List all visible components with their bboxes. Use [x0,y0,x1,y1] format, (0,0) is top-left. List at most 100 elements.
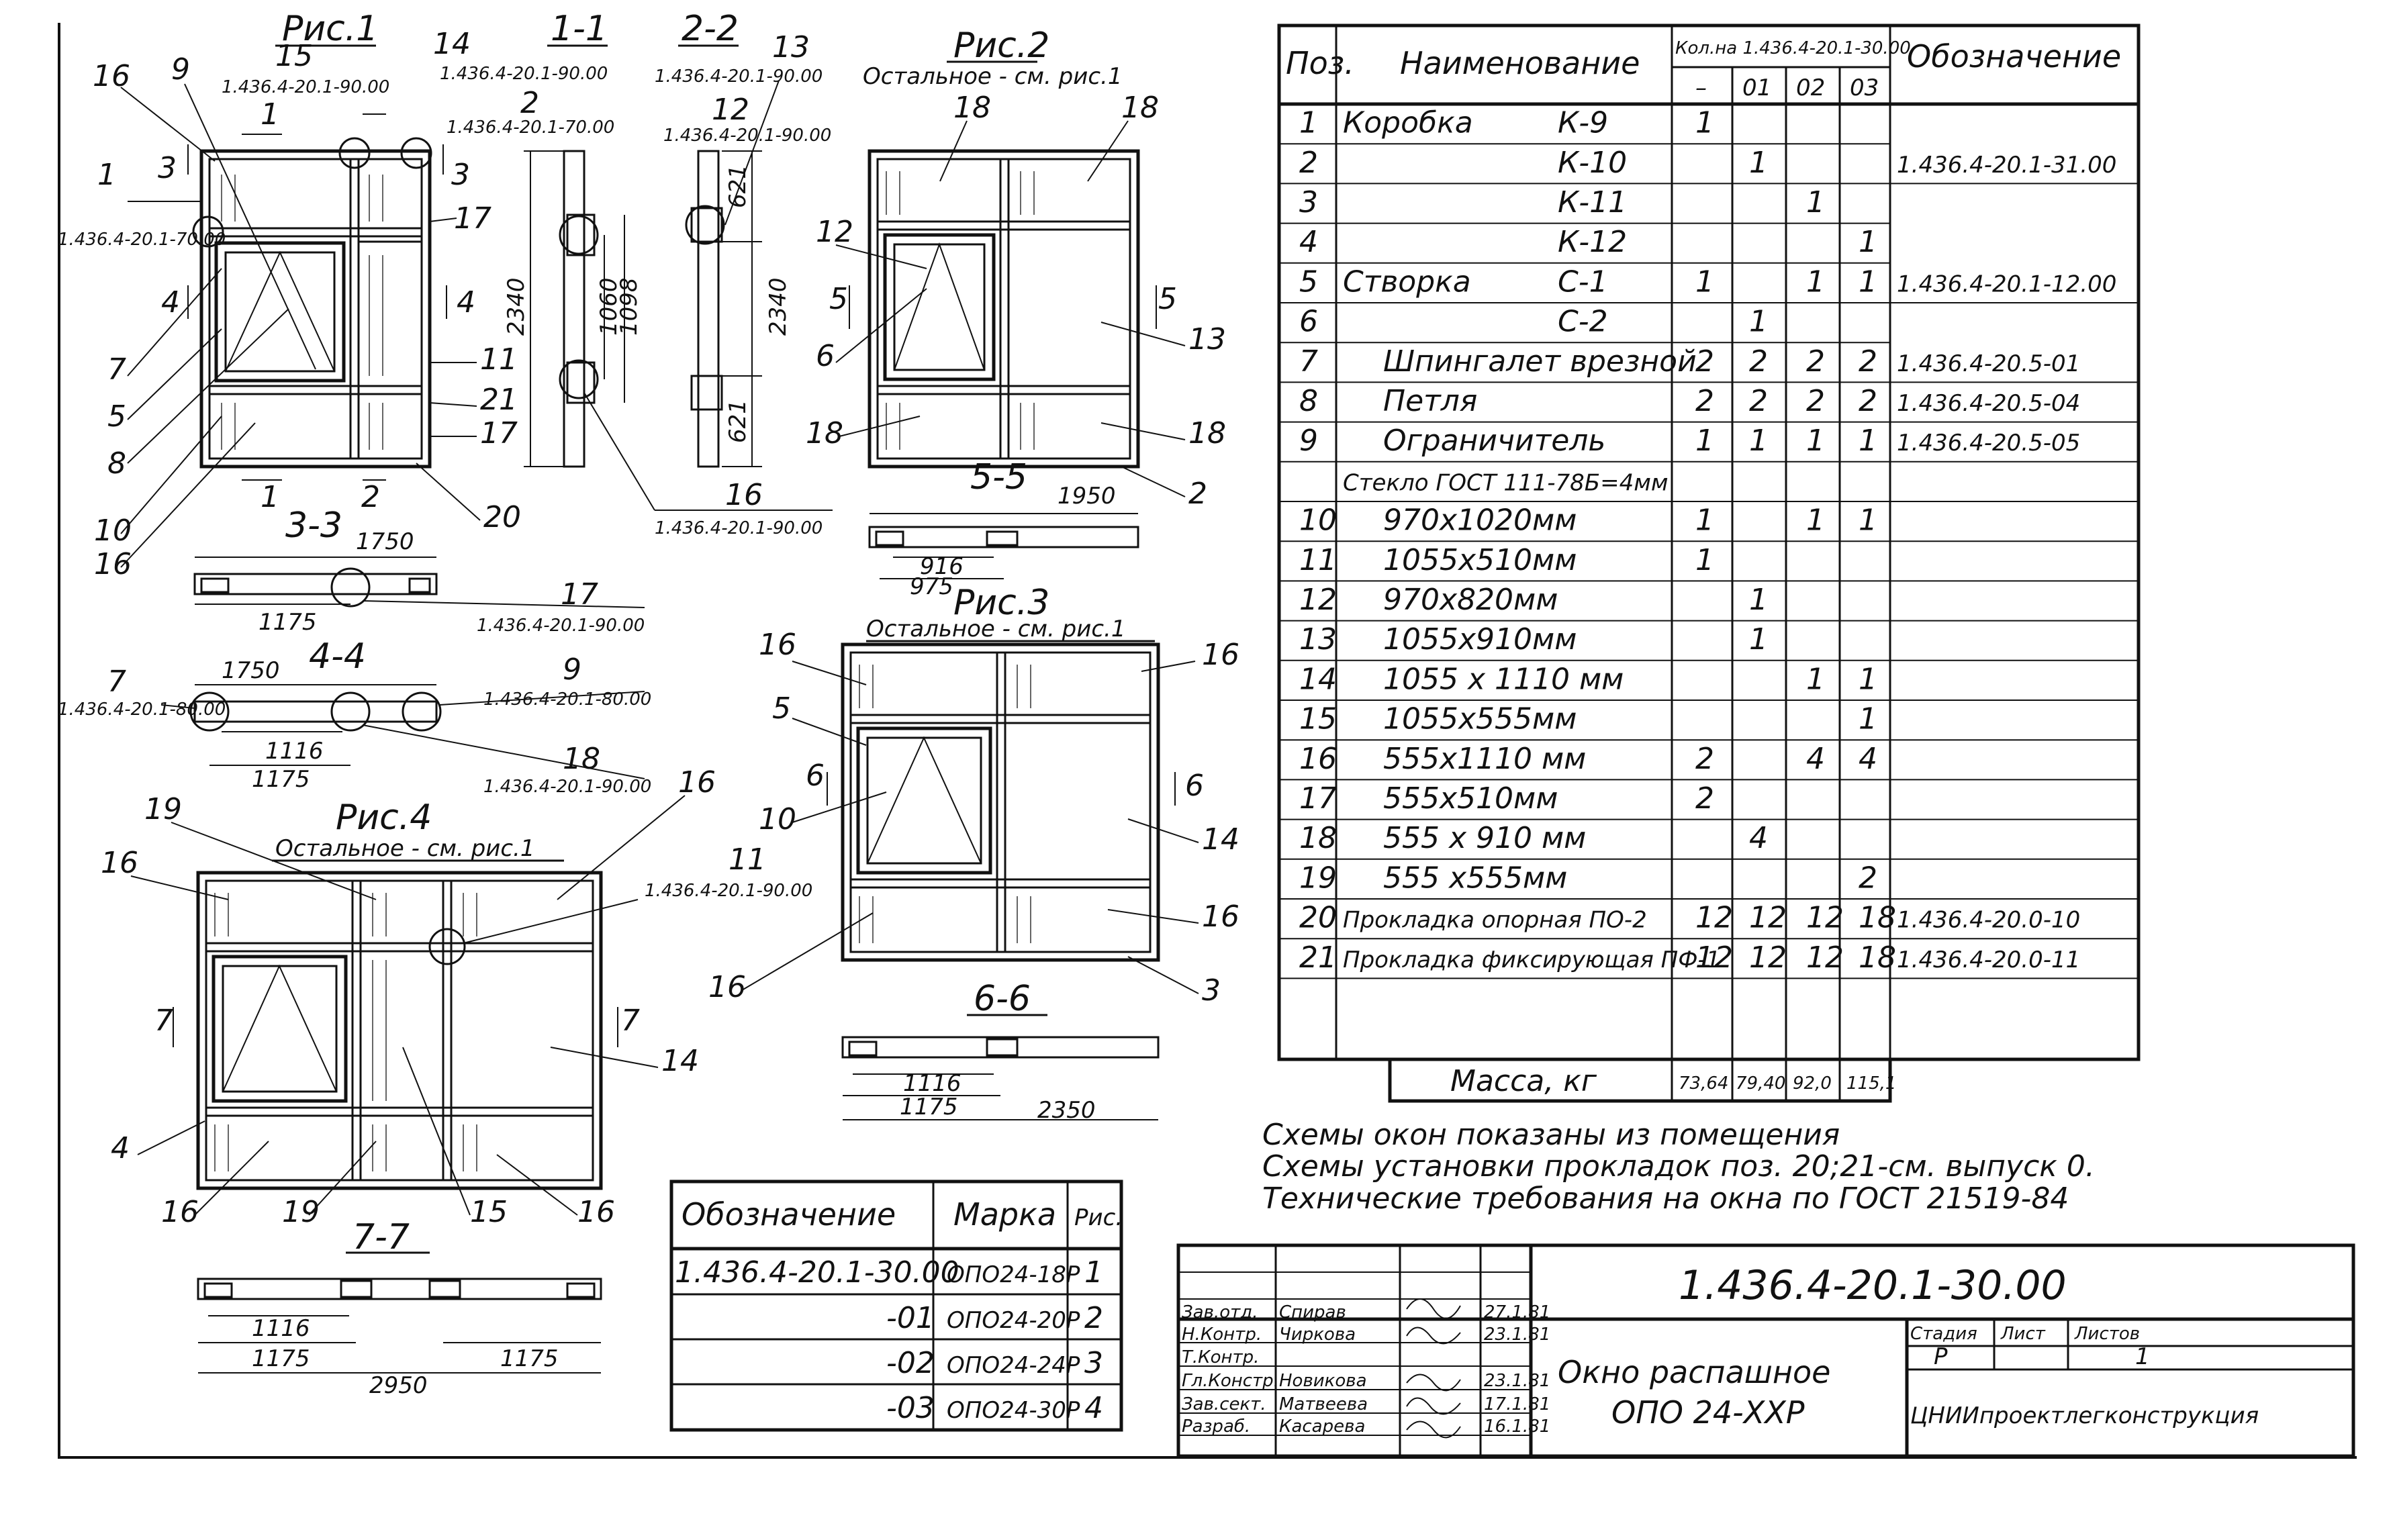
fig4-title: Рис.4 [336,798,432,838]
spec-row-pos: 17 [1299,781,1337,816]
spec-row-qty: 1 [1749,146,1768,180]
fig3-label-6a: 6 [806,759,825,793]
s66-dim-1175: 1175 [900,1094,958,1120]
note-1: Схемы окон показаны из помещения [1262,1118,1840,1152]
fig3-label-16d: 16 [708,970,746,1004]
stage-value: Р [1934,1343,1948,1370]
spec-row-name: 1055 х 1110 мм [1383,662,1624,696]
fig1-label-10: 10 [94,514,132,548]
fig3-label-10: 10 [759,802,796,836]
spec-row-mark: К-10 [1558,146,1627,180]
spec-row-name: Петля [1383,384,1477,418]
spec-row-qty: 2 [1859,384,1877,418]
fig3-label-16c: 16 [1202,900,1239,934]
spec-row-qty: 2 [1695,742,1714,776]
marks-row-1-mark: ОПО24-18Р [947,1261,1080,1288]
s44-num-7: 7 [107,665,126,699]
section-3-3: 3-3 1750 1175 17 1.436.4-20.1-90.00 [193,506,645,636]
spec-row-name: 555х510мм [1383,781,1558,816]
signer-6-role: Разраб. [1182,1416,1250,1437]
signer-2-date: 23.1.81 [1484,1325,1550,1345]
doc-number: 1.436.4-20.1-30.00 [1679,1262,2067,1309]
spec-row-qty: 2 [1695,384,1714,418]
spec-mass-03: 115,1 [1846,1073,1896,1094]
spec-row-mark: К-11 [1558,185,1627,220]
notes: Схемы окон показаны из помещения Схемы у… [1262,1118,2095,1216]
marks-header-des: Обозначение [682,1196,896,1233]
fig2-label-12: 12 [816,215,853,249]
signer-2-name: Чиркова [1279,1325,1356,1345]
spec-row-name: Коробка [1343,106,1473,140]
spec-row-qty: 4 [1749,821,1768,855]
fig1-outer-frame [199,149,432,469]
spec-row-name: Шпингалет врезной [1383,344,1697,379]
spec-row-designation: 1.436.4-20.1-12.00 [1897,271,2116,297]
sheet-frame [58,23,2357,1459]
fig1-label-4a: 4 [161,285,180,320]
spec-row-pos: 18 [1299,821,1337,855]
spec-row-pos: 13 [1299,622,1337,657]
spec-row-pos: 20 [1299,901,1337,935]
spec-row-pos: 14 [1299,662,1337,696]
s22-dim-621b: 621 [724,399,751,443]
marks-row-2-mark: ОПО24-20Р [947,1307,1080,1334]
spec-header-qty: Кол.на 1.436.4-20.1-30.00 [1675,38,1911,58]
s44-dim-1750: 1750 [222,657,280,684]
spec-row-name: 555 х555мм [1383,861,1567,895]
fig2-label-13: 13 [1188,322,1226,356]
marks-row-4-des: -03 [886,1391,935,1425]
s66-dim-2350: 2350 [1037,1097,1096,1124]
marks-header-mark: Марка [953,1196,1056,1233]
spec-row-name: Прокладка фиксирующая ПФ-1 [1343,947,1720,973]
spec-row-qty: 1 [1806,424,1825,458]
s77-dim-2950: 2950 [369,1372,428,1399]
spec-row-qty: 1 [1749,622,1768,657]
marks-header-fig: Рис. [1074,1204,1123,1231]
fig3-title: Рис.3 [953,583,1049,623]
fig1-label-21: 21 [480,383,518,417]
spec-row-qty: 1 [1859,503,1877,538]
spec-row-qty: 2 [1859,861,1877,895]
figure-1: Рис.1 16 9 15 [58,9,614,581]
spec-row-name: Створка [1343,264,1471,299]
spec-row-designation: 1.436.4-20.5-05 [1897,430,2080,456]
spec-row-pos: 2 [1299,146,1318,180]
figure-3: Рис.3 Остальное - см. рис.1 16 16 5 6 6 … [708,583,1239,1008]
fig1-label-17b: 17 [480,416,518,450]
fig4-label-16b: 16 [678,765,716,800]
s44-dim-1116: 1116 [265,738,324,765]
fig4-label-4: 4 [111,1131,130,1165]
s33-num-17: 17 [561,577,598,612]
spec-row-qty: 1 [1806,662,1825,696]
spec-row-qty: 12 [1749,901,1787,935]
fig1-ref-2: 1.436.4-20.1-70.00 [447,117,614,138]
spec-col-03: 03 [1850,75,1879,101]
marks-row-3-mark: ОПО24-24Р [947,1352,1080,1379]
signature-2 [1406,1327,1461,1345]
s22-dim-621a: 621 [724,164,751,208]
fig1-title: Рис.1 [282,9,378,49]
spec-row-qty: 2 [1749,384,1768,418]
spec-row-pos: 4 [1299,225,1318,259]
spec-row-mark: С-2 [1558,305,1608,339]
fig1-label-1b: 1 [97,158,116,192]
fig2-label-6: 6 [816,339,835,373]
fig4-label-14: 14 [661,1044,699,1078]
fig3-label-6b: 6 [1185,769,1204,803]
section-6-6: 6-6 1116 1175 2350 [841,979,1160,1124]
marks-row-3-fig: 3 [1084,1346,1103,1380]
s44-num-9: 9 [563,653,581,687]
specification-table: Поз. Наименование Кол.на 1.436.4-20.1-30… [1277,23,2141,1103]
fig4-label-19b: 19 [282,1195,320,1229]
spec-row-name: Прокладка опорная ПО-2 [1343,907,1647,934]
fig1-label-4b: 4 [457,285,475,320]
spec-row-qty: 12 [1749,941,1787,975]
spec-row-qty: 18 [1859,941,1896,975]
spec-row-pos: 16 [1299,742,1337,776]
fig1-label-1c: 1 [261,480,279,514]
spec-row-qty: 1 [1806,503,1825,538]
spec-row-designation: 1.436.4-20.5-01 [1897,350,2080,377]
spec-row-pos: 9 [1299,424,1318,458]
organization: ЦНИИпроектлегконструкция [1910,1402,2259,1429]
spec-row-designation: 1.436.4-20.5-04 [1897,390,2080,417]
